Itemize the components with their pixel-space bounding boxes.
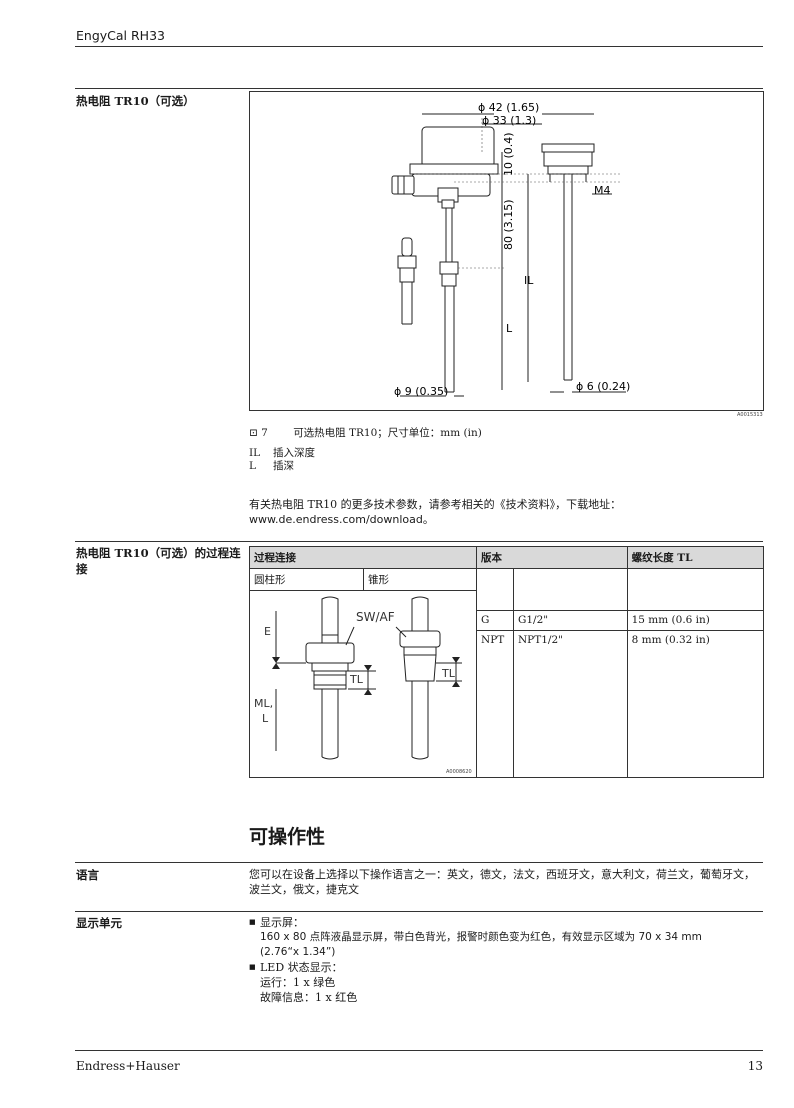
swaf-label: SW/AF xyxy=(356,610,395,624)
cell-type-g: G xyxy=(476,610,514,632)
tr10-figure: ϕ 42 (1.65) ϕ 33 (1.3) 10 (0.4) 80 (3.15… xyxy=(249,91,764,411)
footer-rule xyxy=(75,1050,763,1051)
figure-caption: ⊡ 7 可选热电阻 TR10；尺寸单位：mm (in) xyxy=(249,425,482,440)
th-thread-length: 螺纹长度 TL xyxy=(626,546,765,569)
tr10-note: 有关热电阻 TR10 的更多技术参数，请参考相关的《技术资料》，下载地址： ww… xyxy=(249,497,763,527)
th-version: 版本 xyxy=(476,546,628,569)
section-rule xyxy=(75,862,763,863)
section-heading-operability: 可操作性 xyxy=(249,826,326,848)
cell-version-g: G1/2" xyxy=(512,610,628,632)
tl-label-conical: TL xyxy=(441,667,456,680)
cell-tl-g: 15 mm (0.6 in) xyxy=(626,610,765,632)
table-cell xyxy=(476,567,514,612)
legend-key: IL xyxy=(249,447,261,459)
side-label-language: 语言 xyxy=(76,868,99,882)
legend-item: L 插深 xyxy=(249,458,294,473)
dim-l-label: L xyxy=(506,322,513,335)
dim-d33-label: ϕ 33 (1.3) xyxy=(482,114,536,127)
section-rule xyxy=(75,541,763,542)
section-rule xyxy=(75,88,763,89)
display-unit-list: 显示屏： 160 x 80 点阵液晶显示屏，带白色背光，报警时颜色变为红色，有效… xyxy=(249,915,763,1005)
process-connection-table: 过程连接 版本 螺纹长度 TL 圆柱形 锥形 xyxy=(249,546,765,778)
connection-drawing: SW/AF E TL TL ML, L A0008620 xyxy=(254,596,472,775)
sub-cylindrical: 圆柱形 xyxy=(249,568,364,591)
figure-caption-text: 可选热电阻 TR10；尺寸单位：mm (in) xyxy=(293,427,482,439)
download-link[interactable]: www.de.endress.com/download。 xyxy=(249,513,434,526)
tr10-note-text: 有关热电阻 TR10 的更多技术参数，请参考相关的《技术资料》，下载地址： xyxy=(249,498,622,511)
legend-text: 插入深度 xyxy=(273,447,315,459)
connection-figure-id: A0008620 xyxy=(446,769,472,775)
figure-icon: ⊡ xyxy=(249,427,258,439)
legend-key: L xyxy=(249,460,256,472)
figure-id: A0015313 xyxy=(737,412,763,418)
led-title: LED 状态显示： xyxy=(260,961,343,974)
table-cell xyxy=(626,567,765,612)
dim-h80-label: 80 (3.15) xyxy=(502,199,515,250)
cell-tl-npt: 8 mm (0.32 in) xyxy=(626,630,765,778)
dim-d9-label: ϕ 9 (0.35) xyxy=(394,385,448,398)
list-item: 显示屏： 160 x 80 点阵液晶显示屏，带白色背光，报警时颜色变为红色，有效… xyxy=(249,915,763,960)
connection-figure-cell: SW/AF E TL TL ML, L A0008620 xyxy=(249,590,477,778)
language-text: 您可以在设备上选择以下操作语言之一：英文，德文，法文，西班牙文，意大利文，荷兰文… xyxy=(249,868,755,896)
led-fault: 故障信息：1 x 红色 xyxy=(260,991,358,1004)
side-label-display: 显示单元 xyxy=(76,916,122,930)
list-item: LED 状态显示： 运行：1 x 绿色 故障信息：1 x 红色 xyxy=(249,960,763,1005)
display-spec-inch: (2.76“x 1.34”) xyxy=(260,946,336,958)
tr10-drawing: ϕ 42 (1.65) ϕ 33 (1.3) 10 (0.4) 80 (3.15… xyxy=(391,101,630,398)
side-label-tr10: 热电阻 TR10（可选） xyxy=(76,94,195,108)
legend-item: IL 插入深度 xyxy=(249,445,315,460)
figure-number: 7 xyxy=(261,427,268,439)
dim-d6-label: ϕ 6 (0.24) xyxy=(576,380,630,393)
display-spec: 160 x 80 点阵液晶显示屏，带白色背光，报警时颜色变为红色，有效显示区域为… xyxy=(260,931,702,943)
footer-brand: Endress+Hauser xyxy=(76,1059,180,1073)
dim-d42-label: ϕ 42 (1.65) xyxy=(478,101,539,114)
dim-m4-label: M4 xyxy=(594,184,611,197)
page-number: 13 xyxy=(747,1059,763,1073)
display-title: 显示屏： xyxy=(260,916,304,929)
side-label-process-connection: 热电阻 TR10（可选）的过程连接 xyxy=(76,546,241,576)
tl-label-cylindrical: TL xyxy=(349,673,364,686)
dim-h10-label: 10 (0.4) xyxy=(502,132,515,176)
e-label: E xyxy=(264,625,271,638)
th-process: 过程连接 xyxy=(249,546,477,569)
header-rule xyxy=(75,46,763,47)
cell-type-npt: NPT xyxy=(476,630,514,778)
ml-label: ML, xyxy=(254,697,273,710)
legend-text: 插深 xyxy=(273,460,294,472)
page-header-title: EngyCal RH33 xyxy=(76,28,165,43)
table-cell xyxy=(512,567,628,612)
l-label: L xyxy=(262,712,269,725)
sub-conical: 锥形 xyxy=(363,568,477,591)
led-run: 运行：1 x 绿色 xyxy=(260,976,336,989)
section-rule xyxy=(75,911,763,912)
cell-version-npt: NPT1/2" xyxy=(512,630,628,778)
dim-il-label: IL xyxy=(524,274,534,287)
